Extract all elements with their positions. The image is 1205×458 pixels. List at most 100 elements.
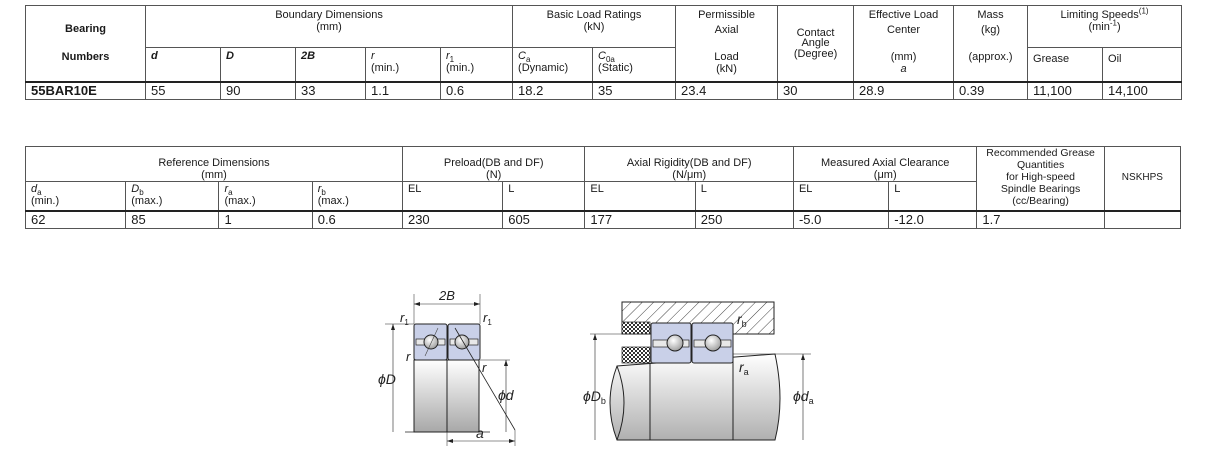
bearing-spec-table: Bearing Numbers Boundary Dimensions (mm)… [25,5,1183,100]
header-unit: (Degree) [793,48,838,60]
reference-dimensions-header: Reference Dimensions (mm) [25,146,403,182]
basic-load-ratings-header: Basic Load Ratings (kN) [512,5,677,48]
table-row: 62 85 1 0.6 230 605 177 250 -5.0 -12.0 1… [24,209,1182,229]
col-2B-header: 2B [295,47,366,82]
col-rigidity-l-header: L [694,181,794,211]
header-text: Quantities [1016,159,1065,171]
ball-right [704,334,722,352]
subscript: a [744,367,749,377]
symbol: r [400,310,405,325]
effective-load-center-cell: 28.9 [853,80,955,100]
col-d-header: d [145,47,221,82]
header-note: (min.) [31,195,60,207]
bearing-number-cell: 55BAR10E [25,80,146,100]
header-note: (approx.) [968,51,1013,63]
header-text: Spindle Bearings [1000,183,1081,195]
arrow-head [447,439,453,443]
subscript: b [601,396,606,406]
subscript: 1 [404,318,409,327]
header-unit: (mm) [890,51,917,63]
label-phiDb: ϕDb [583,388,606,406]
shaft [609,353,781,441]
shaft-end [616,365,625,441]
header-text: Recommended Grease [986,147,1095,159]
footnote-marker: (1) [1138,6,1149,16]
label-r-left: r [406,349,411,364]
nskhps-header: NSKHPS [1103,146,1182,211]
header-symbol: rb [317,183,402,197]
label-phida: ϕda [793,388,814,406]
arrow-head [414,302,420,306]
header-text: Axial [714,24,739,36]
limiting-speeds-header: Limiting Speeds(1) (min-1) [1027,5,1183,48]
rb-cell: 0.6 [311,209,403,229]
header-text: Permissible [698,9,755,21]
preload-el-cell: 230 [401,209,504,229]
ball-left [423,334,439,350]
clearance-el-cell: -5.0 [792,209,890,229]
header-symbol: a [900,63,907,75]
boundary-dimensions-header: Boundary Dimensions (mm) [144,5,514,48]
header-text: Load [714,51,739,63]
table-row: 55BAR10E 55 90 33 1.1 0.6 18.2 35 23.4 3… [25,80,1183,100]
grease-quantity-cell: 1.7 [976,209,1105,229]
label-rb: rb [737,311,747,329]
label-2B: 2B [438,288,455,303]
ca-cell: 18.2 [512,80,594,100]
Db-cell: 85 [125,209,220,229]
subscript: 1 [487,318,492,327]
symbol: ϕd [793,388,810,404]
label-r-right: r [482,360,487,375]
axial-rigidity-header: Axial Rigidity(DB and DF) (N/μm) [584,146,794,182]
col-Db-header: Db (max.) [125,181,220,211]
header-unit: (N/μm) [672,169,707,181]
header-text: Bearing [65,23,106,36]
header-symbol: C0a [598,50,675,64]
reference-dimensions-table: Reference Dimensions (mm) Preload(DB and… [24,146,1182,229]
mass-header: Mass (kg) (approx.) [953,5,1029,82]
header-unit: (mm) [201,169,227,181]
ball-right [454,334,470,350]
arrow-head [509,439,515,443]
header-symbol: da [31,183,125,197]
header-note: (max.) [224,195,256,207]
r1-cell: 0.6 [439,80,514,100]
header-text: Axial Rigidity(DB and DF) [626,157,752,169]
spacer-outer [621,321,651,335]
symbol: d [31,183,38,195]
label-phid: ϕd [498,387,515,403]
col-da-header: da (min.) [24,181,127,211]
symbol: r [317,183,322,195]
contact-angle-cell: 30 [777,80,855,100]
col-clearance-el-header: EL [792,181,890,211]
subscript: 1 [449,55,455,65]
unit-text: (min [1088,21,1110,33]
label-r1-left: r1 [400,310,409,327]
subscript: b [742,319,747,329]
rigidity-el-cell: 177 [584,209,696,229]
mounting-diagram: ϕDb ϕda rb ra [583,301,814,441]
symbol: r [446,50,450,62]
grease-speed-cell: 11,100 [1027,80,1104,100]
subscript: a [809,396,814,406]
header-symbol: ra [224,183,311,197]
subscript: a [525,55,531,65]
header-note: (Dynamic) [518,62,569,74]
header-text: Limiting Speeds(1) [1028,6,1181,21]
label-r1-right: r1 [483,310,492,327]
bearing-right-body [446,359,480,433]
2B-cell: 33 [295,80,366,100]
bearing-left-body [413,359,448,433]
contact-line [424,327,439,357]
col-rigidity-el-header: EL [584,181,696,211]
contact-angle-header: Contact Angle (Degree) [777,5,855,82]
header-note: (max.) [131,195,163,207]
d-cell: 55 [145,80,221,100]
header-unit: (N) [486,169,502,181]
ball-left [666,334,684,352]
D-cell: 90 [220,80,296,100]
header-unit: (μm) [873,169,897,181]
col-grease-header: Grease [1027,47,1104,82]
label-ra: ra [739,359,749,377]
symbol: C [518,50,526,62]
